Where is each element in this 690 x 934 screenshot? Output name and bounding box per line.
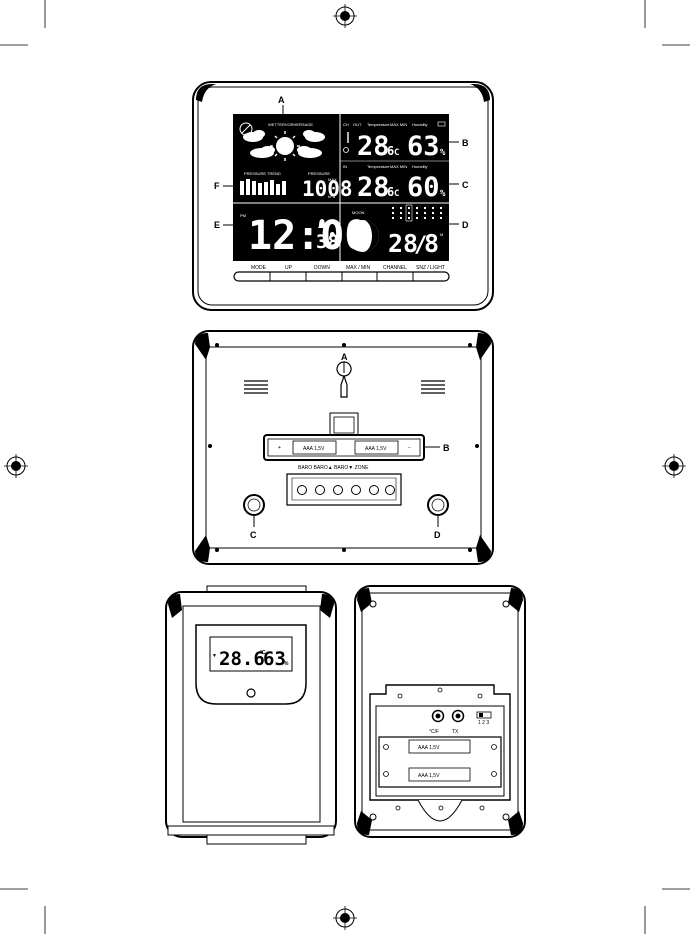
callout-b: B [462, 138, 469, 148]
battery-2-label: AAA 1,5V [365, 446, 387, 452]
out-temp-label: Temperature [367, 122, 390, 127]
moon-label: MOON [352, 210, 365, 215]
indoor-icon: IN [343, 164, 347, 169]
pressure-histogram [240, 179, 286, 195]
back-callout-c: C [250, 530, 257, 540]
sensor-battery-2-label: AAA 1,5V [418, 773, 440, 779]
in-temp-decimal: 6 [387, 185, 394, 199]
callout-d: D [462, 220, 469, 230]
pressure-label: PRESSURE [308, 171, 330, 176]
in-humidity-label: Humidity [412, 164, 428, 169]
pressure-unit: hPa [328, 194, 336, 199]
channel-label: CHANNEL [383, 265, 407, 271]
cloud-icon [243, 130, 325, 158]
battery-low-icon [437, 121, 446, 127]
in-temp-unit: C [394, 189, 399, 199]
in-maxmin-label: MAX MIN [390, 164, 407, 169]
battery-plus-icon: + [278, 445, 281, 451]
out-label: OUT [353, 122, 362, 127]
back-view: AAA 1,5V AAA 1,5V + − BARO BARO▲ BARO▼ Z… [192, 330, 494, 565]
out-humidity: 63 [407, 131, 440, 162]
in-temp: 28 [357, 172, 390, 203]
up-label: UP [285, 265, 293, 271]
weather-label: WETTERVORHERSAGE [268, 122, 313, 127]
mode-label: MODE [251, 265, 267, 271]
sensor-temp: 28.6 [219, 648, 265, 670]
sensor-back-view: °C/F TX 1 2 3 AAA 1,5V AAA 1,5V [354, 585, 526, 838]
sensor-humidity: 63 [263, 648, 286, 670]
front-view: WETTERVORHERSAGE PRESSURE TREND PRESSURE [192, 81, 494, 311]
sensor-humidity-pct: % [284, 661, 289, 667]
back-callout-b: B [443, 443, 450, 453]
registration-mark-right [662, 454, 686, 478]
sensor-led [246, 688, 256, 698]
registration-mark-bottom [333, 906, 357, 930]
screw-holes [208, 343, 479, 552]
sensor-hanger [417, 799, 463, 822]
registration-mark-top [333, 4, 357, 28]
left-foot [243, 494, 265, 516]
out-humidity-pct: % [440, 148, 446, 158]
in-humidity: 60 [407, 172, 440, 203]
out-humidity-label: Humidity [412, 122, 428, 127]
pm-label: PM [240, 213, 246, 218]
wall-hanger-slot [336, 361, 352, 398]
snz-light-label: SNZ / LIGHT [416, 265, 445, 271]
registration-mark-left [4, 454, 28, 478]
sun-icon [270, 131, 300, 161]
max-label: MAX [328, 177, 337, 182]
front-button-row: MODE UP DOWN MAX / MIN CHANNEL SNZ / LIG… [233, 265, 450, 282]
date-m-label: M [440, 232, 443, 237]
vent-slots [244, 380, 445, 394]
pressure-value: 1008 [302, 177, 353, 201]
date-day: 28 [388, 229, 418, 258]
sensor-battery-1-label: AAA 1,5V [418, 745, 440, 751]
lcd-screen [233, 114, 449, 261]
maxmin-label: MAX / MIN [346, 265, 371, 271]
back-callout-a: A [341, 352, 348, 362]
out-temp-decimal: 6 [387, 144, 394, 158]
in-temp-label: Temperature [367, 164, 390, 169]
battery-1-label: AAA 1,5V [303, 446, 325, 452]
callout-c: C [462, 180, 469, 190]
in-humidity-pct: % [440, 189, 446, 199]
back-callout-d: D [434, 530, 441, 540]
moon-phase-icon [347, 220, 379, 252]
sensor-screw-holes [369, 600, 510, 821]
button-panel [286, 473, 402, 506]
callout-a: A [278, 95, 285, 105]
callout-f: F [214, 181, 220, 191]
date-separator: / [414, 233, 427, 258]
cf-label: °C/F [429, 729, 439, 735]
callout-e: E [214, 220, 220, 230]
sensor-antenna-icon: ▼ [212, 653, 217, 659]
out-temp: 28 [357, 131, 390, 162]
tx-label: TX [452, 729, 459, 735]
port-labels: BARO BARO▲ BARO▼ ZONE [298, 465, 369, 471]
channel-indicator: CH [343, 122, 349, 127]
out-maxmin-label: MAX MIN [390, 122, 407, 127]
sensor-temp-unit: °C [260, 650, 266, 656]
down-label: DOWN [314, 265, 330, 271]
rear-buttons [297, 485, 395, 495]
channel-switch [476, 711, 492, 719]
pressure-trend-label: PRESSURE TREND [244, 171, 281, 176]
channel-switch-numbers: 1 2 3 [478, 720, 489, 726]
weekday-grid [392, 204, 442, 222]
sensor-front-view: ▼ 28.6 °C 63 % [165, 585, 337, 845]
battery-minus-icon: − [408, 445, 411, 451]
right-foot [427, 494, 449, 516]
date-month: 8 [424, 229, 439, 258]
sensor-icon [343, 147, 349, 153]
alarm-bell-icon [318, 219, 326, 228]
out-temp-unit: C [394, 148, 399, 158]
clock-seconds: 38 [316, 231, 339, 253]
